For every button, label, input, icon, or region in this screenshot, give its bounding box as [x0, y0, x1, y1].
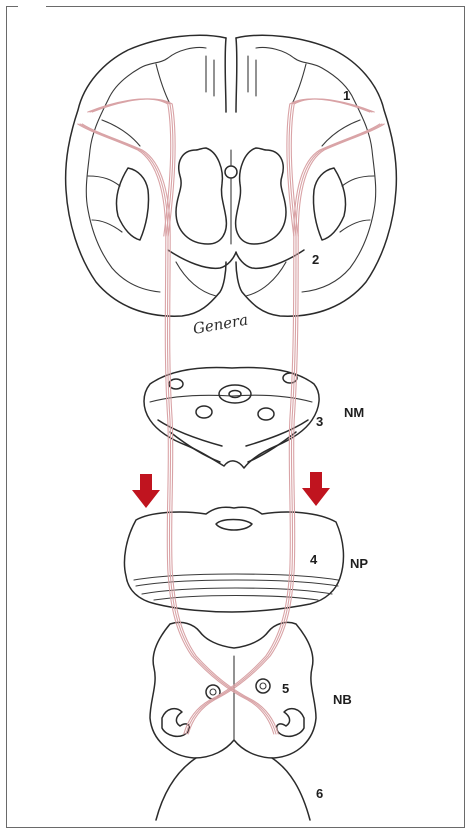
- left-cortex-folds: [86, 47, 206, 292]
- pons-transverse-fibers-2: [136, 580, 338, 586]
- tract-strand-3-2: [291, 99, 374, 236]
- right-red-nucleus: [258, 408, 274, 420]
- left-red-arrow: [132, 474, 160, 508]
- tract-strand-1-1: [186, 124, 382, 734]
- label-1: 1: [343, 88, 350, 103]
- tract-strand-0-1: [80, 124, 276, 734]
- tract-strand-0-2: [82, 124, 278, 734]
- third-ventricle: [225, 166, 237, 178]
- right-sulcus-a: [248, 56, 256, 96]
- label-2: 2: [312, 252, 319, 267]
- right-sulcus-e: [340, 220, 370, 232]
- label-nb: NB: [333, 692, 352, 707]
- right-basal-nucleus: [236, 148, 286, 244]
- label-6: 6: [316, 786, 323, 801]
- left-sulcus-e: [92, 220, 122, 232]
- medulla-section: [150, 622, 316, 820]
- left-sulcus-d: [88, 176, 120, 186]
- left-basal-nucleus: [176, 148, 226, 244]
- tract-strand-2-2: [92, 99, 175, 236]
- label-3: 3: [316, 414, 323, 429]
- left-pyramid-nucleus-inner: [210, 689, 216, 695]
- left-sulcus-b: [156, 64, 170, 104]
- right-colliculus: [283, 373, 297, 383]
- longitudinal-fissure: [225, 38, 237, 112]
- cerebral-aqueduct-inner: [229, 391, 241, 398]
- left-olive: [162, 709, 189, 737]
- spinal-cord-right-edge: [272, 758, 310, 820]
- right-sulcus-b: [292, 64, 306, 104]
- tract-strand-2-1: [90, 99, 173, 236]
- right-pyramid-nucleus-inner: [260, 683, 266, 689]
- brain-coronal-section: [66, 35, 397, 316]
- left-sulcus-a: [206, 56, 214, 96]
- artist-signature: Genera: [192, 311, 250, 338]
- right-pyramid-nucleus: [256, 679, 270, 693]
- pons-transverse-fibers-4: [154, 596, 318, 601]
- label-nm: NM: [344, 405, 364, 420]
- right-crus: [246, 420, 308, 462]
- spinal-cord-left-edge: [156, 758, 196, 820]
- cerebral-aqueduct-outer: [219, 385, 251, 403]
- label-4: 4: [310, 552, 318, 567]
- label-np: NP: [350, 556, 368, 571]
- right-red-arrow: [302, 472, 330, 506]
- fourth-ventricle: [216, 520, 252, 531]
- tract-strand-3-1: [289, 99, 372, 236]
- right-insula: [313, 168, 345, 240]
- left-red-nucleus: [196, 406, 212, 418]
- descent-arrows: [132, 472, 330, 508]
- right-olive: [277, 709, 304, 737]
- pons-transverse-fibers-1: [134, 574, 338, 580]
- left-insula: [116, 168, 148, 240]
- right-sulcus-d: [342, 176, 374, 186]
- label-5: 5: [282, 681, 289, 696]
